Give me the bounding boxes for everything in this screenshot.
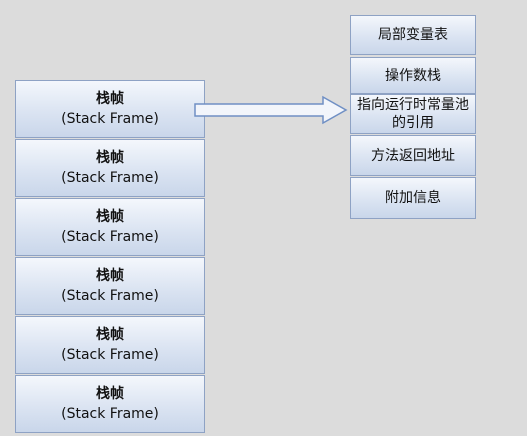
stack-frame-title: 栈帧	[96, 209, 124, 225]
stack-frame-title: 栈帧	[96, 327, 124, 343]
stack-frame-6: 栈帧 (Stack Frame)	[15, 375, 205, 433]
stack-frame-title: 栈帧	[96, 91, 124, 107]
stack-frame-subtitle: (Stack Frame)	[61, 170, 159, 186]
stack-frame-4: 栈帧 (Stack Frame)	[15, 257, 205, 315]
right-arrow-icon	[194, 95, 348, 125]
detail-label: 方法返回地址	[371, 147, 455, 164]
stack-frame-title: 栈帧	[96, 150, 124, 166]
stack-frame-1: 栈帧 (Stack Frame)	[15, 80, 205, 138]
detail-runtime-constant-pool-reference: 指向运行时常量池的引用	[350, 94, 476, 134]
detail-return-address: 方法返回地址	[350, 135, 476, 176]
stack-frame-title: 栈帧	[96, 386, 124, 402]
detail-label: 指向运行时常量池的引用	[357, 97, 469, 131]
stack-frame-5: 栈帧 (Stack Frame)	[15, 316, 205, 374]
detail-local-variable-table: 局部变量表	[350, 15, 476, 55]
stack-frame-subtitle: (Stack Frame)	[61, 288, 159, 304]
detail-additional-info: 附加信息	[350, 177, 476, 219]
stack-frame-subtitle: (Stack Frame)	[61, 111, 159, 127]
stack-frame-subtitle: (Stack Frame)	[61, 229, 159, 245]
detail-label: 附加信息	[385, 190, 441, 206]
stack-frame-3: 栈帧 (Stack Frame)	[15, 198, 205, 256]
stack-frame-subtitle: (Stack Frame)	[61, 406, 159, 422]
detail-label: 操作数栈	[385, 67, 441, 84]
stack-frame-2: 栈帧 (Stack Frame)	[15, 139, 205, 197]
stack-frame-subtitle: (Stack Frame)	[61, 347, 159, 363]
stack-frame-title: 栈帧	[96, 268, 124, 284]
detail-label: 局部变量表	[378, 27, 448, 43]
detail-operand-stack: 操作数栈	[350, 57, 476, 94]
